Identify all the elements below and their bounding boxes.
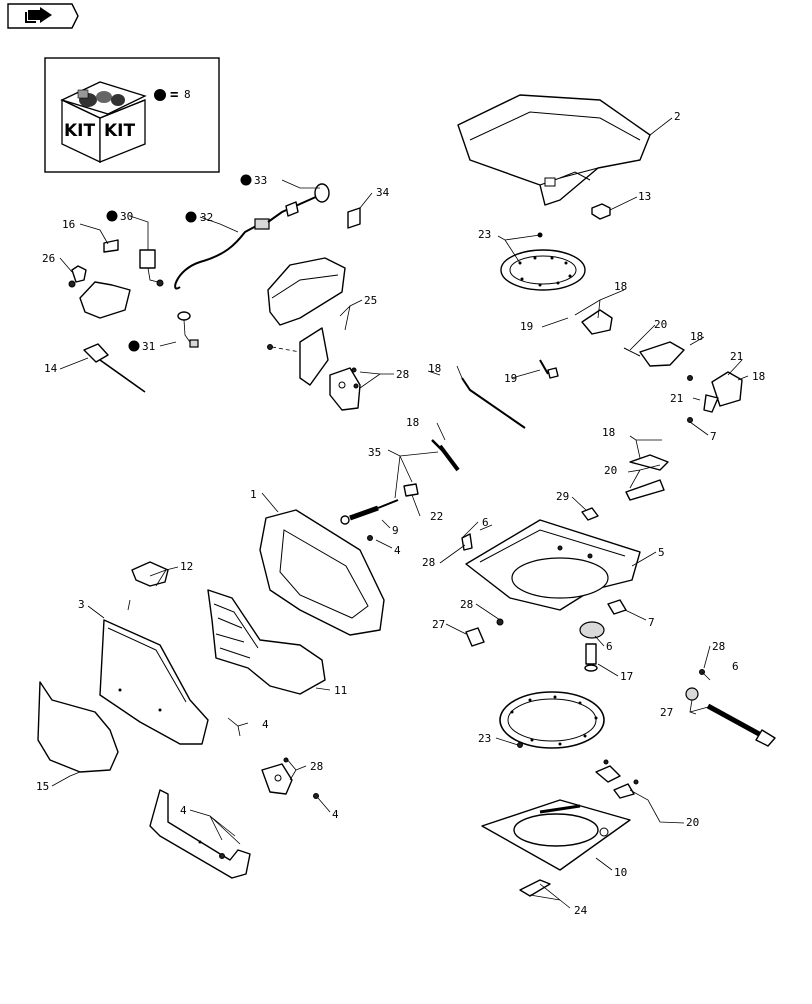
callout-28d: 28	[712, 640, 725, 653]
callout-9: 9	[392, 524, 399, 537]
back-cover	[207, 589, 326, 695]
seat-cushion	[457, 94, 651, 206]
seat-back-frame	[259, 509, 385, 636]
callout-4b: 4	[262, 718, 269, 731]
callout-35: 35	[368, 446, 381, 459]
backrest-cover	[37, 681, 119, 773]
kit-legend: KIT KIT = 8	[44, 57, 220, 173]
callout-2: 2	[674, 110, 681, 123]
switch	[83, 343, 146, 393]
kit-bullets	[106, 174, 252, 352]
wiring-parts	[68, 183, 361, 290]
callout-4d: 4	[180, 804, 187, 817]
callout-28b: 28	[422, 556, 435, 569]
callout-21a: 21	[730, 350, 743, 363]
kit-box-icon: KIT KIT	[60, 81, 147, 164]
callout-6c: 6	[732, 660, 739, 673]
callout-20a: 20	[654, 318, 667, 331]
callout-27a: 27	[432, 618, 445, 631]
next-page-arrow-icon	[25, 7, 52, 23]
small-connector	[177, 311, 199, 348]
lower-mounting-ring	[499, 691, 605, 749]
callout-3: 3	[78, 598, 85, 611]
callout-32: 32	[200, 211, 213, 224]
callout-20b: 20	[604, 464, 617, 477]
fasteners-mid	[465, 618, 605, 672]
kit-right-word: KIT	[104, 121, 135, 141]
callout-28c: 28	[460, 598, 473, 611]
swivel-base	[465, 519, 641, 615]
armrest	[267, 257, 346, 386]
callout-7a: 7	[710, 430, 717, 443]
callout-4c: 4	[332, 808, 339, 821]
callout-6b: 6	[606, 640, 613, 653]
kit-ref: 8	[184, 88, 191, 101]
long-bolt	[685, 669, 776, 747]
kit-equals: =	[170, 87, 178, 103]
gas-spring	[340, 499, 399, 541]
callout-1: 1	[250, 488, 257, 501]
callout-24: 24	[574, 904, 588, 917]
callout-22: 22	[430, 510, 443, 523]
callout-18a: 18	[614, 280, 627, 293]
callout-10: 10	[614, 866, 627, 879]
callout-19a: 19	[520, 320, 533, 333]
rod	[461, 377, 526, 429]
base-plate	[481, 799, 631, 871]
next-page-button[interactable]	[7, 3, 79, 29]
upper-mounting-ring	[500, 232, 586, 291]
callout-4a: 4	[394, 544, 401, 557]
callout-18f: 18	[602, 426, 615, 439]
back-panel	[99, 619, 209, 745]
callout-25: 25	[364, 294, 377, 307]
callout-19b: 19	[504, 372, 517, 385]
bracket-b	[261, 757, 319, 799]
callout-26: 26	[42, 252, 55, 265]
leader-lines	[51, 117, 749, 909]
latch-22	[403, 483, 419, 497]
callout-33: 33	[254, 174, 267, 187]
callout-20c: 20	[686, 816, 699, 829]
callout-18b: 18	[690, 330, 703, 343]
callout-6a: 6	[482, 516, 489, 529]
bracket-12	[131, 561, 169, 587]
callout-labels: 1 2 3 4 4 4 4 5 6 6 6 7 7 9 10 11 12 13 …	[36, 110, 765, 917]
callout-7b: 7	[648, 616, 655, 629]
callout-14: 14	[44, 362, 58, 375]
callout-5: 5	[658, 546, 665, 559]
bracket-24	[519, 879, 551, 897]
callout-21b: 21	[670, 392, 683, 405]
callout-15: 15	[36, 780, 49, 793]
callout-28a: 28	[396, 368, 409, 381]
callout-29: 29	[556, 490, 569, 503]
kit-left-word: KIT	[64, 121, 95, 141]
callout-18d: 18	[428, 362, 441, 375]
callout-23b: 23	[478, 732, 491, 745]
t-handle	[431, 439, 460, 472]
callout-12: 12	[180, 560, 193, 573]
callout-13: 13	[638, 190, 651, 203]
bezel	[79, 281, 131, 319]
cushion-clip	[591, 203, 611, 220]
lower-latch-parts	[595, 759, 639, 799]
lower-frame	[149, 789, 251, 879]
callout-31: 31	[142, 340, 155, 353]
kit-bullet-icon	[154, 89, 166, 101]
callout-28e: 28	[310, 760, 323, 773]
callout-27b: 27	[660, 706, 673, 719]
callout-18e: 18	[406, 416, 419, 429]
callout-23a: 23	[478, 228, 491, 241]
lever-brackets	[581, 309, 743, 423]
right-small-parts	[461, 454, 669, 551]
callout-18c: 18	[752, 370, 765, 383]
bracket-a	[329, 367, 361, 411]
callout-34: 34	[376, 186, 390, 199]
lever-19	[539, 359, 559, 379]
callout-17: 17	[620, 670, 633, 683]
callout-16: 16	[62, 218, 75, 231]
callout-30: 30	[120, 210, 133, 223]
callout-11: 11	[334, 684, 347, 697]
